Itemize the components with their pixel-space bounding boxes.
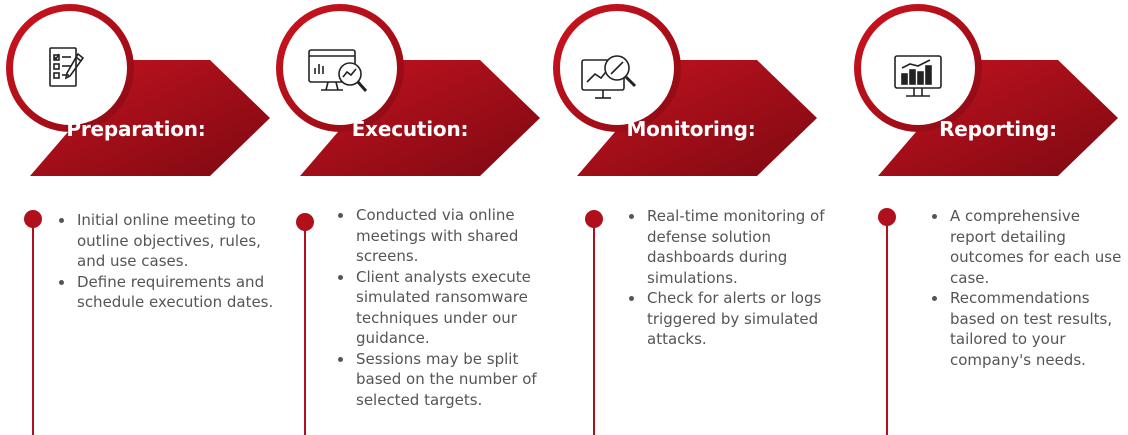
chevron-banner (6, 4, 270, 176)
monitor-chart-search-icon (581, 55, 637, 99)
timeline-line (593, 218, 595, 435)
bullet-item: Initial online meeting to outline object… (55, 210, 280, 272)
phase-title: Execution: (351, 117, 469, 141)
dashboard-report-icon (894, 55, 942, 97)
bullet-item: A comprehensive report detailing outcome… (928, 206, 1128, 288)
timeline-line (32, 218, 34, 435)
bullet-list: A comprehensive report detailing outcome… (928, 206, 1128, 370)
phase-monitoring: Monitoring: Real-time monitoring of defe… (547, 0, 827, 435)
monitor-magnifier-icon (308, 49, 368, 92)
bullet-item: Define requirements and schedule executi… (55, 272, 280, 313)
chevron-banner (854, 4, 1118, 176)
phase-title: Preparation: (66, 117, 206, 141)
bullet-item: Sessions may be split based on the numbe… (334, 349, 549, 411)
bullet-item: Conducted via online meetings with share… (334, 205, 549, 267)
bullet-item: Check for alerts or logs triggered by si… (625, 288, 825, 350)
phase-reporting: Reporting: A comprehensive report detail… (848, 0, 1128, 435)
timeline-line (886, 216, 888, 435)
bullet-item: Client analysts execute simulated ransom… (334, 267, 549, 349)
timeline-line (304, 221, 306, 435)
phase-preparation: Preparation: Initial online meeting to o… (0, 0, 280, 435)
checklist-pencil-icon (49, 47, 85, 87)
bullet-item: Recommendations based on test results, t… (928, 288, 1128, 370)
phase-title: Reporting: (939, 117, 1057, 141)
bullet-item: Real-time monitoring of defense solution… (625, 206, 825, 288)
bullet-list: Initial online meeting to outline object… (55, 210, 280, 313)
bullet-list: Real-time monitoring of defense solution… (625, 206, 825, 350)
phase-execution: Execution: Conducted via online meetings… (270, 0, 550, 435)
bullet-list: Conducted via online meetings with share… (334, 205, 549, 410)
phase-title: Monitoring: (626, 117, 756, 141)
